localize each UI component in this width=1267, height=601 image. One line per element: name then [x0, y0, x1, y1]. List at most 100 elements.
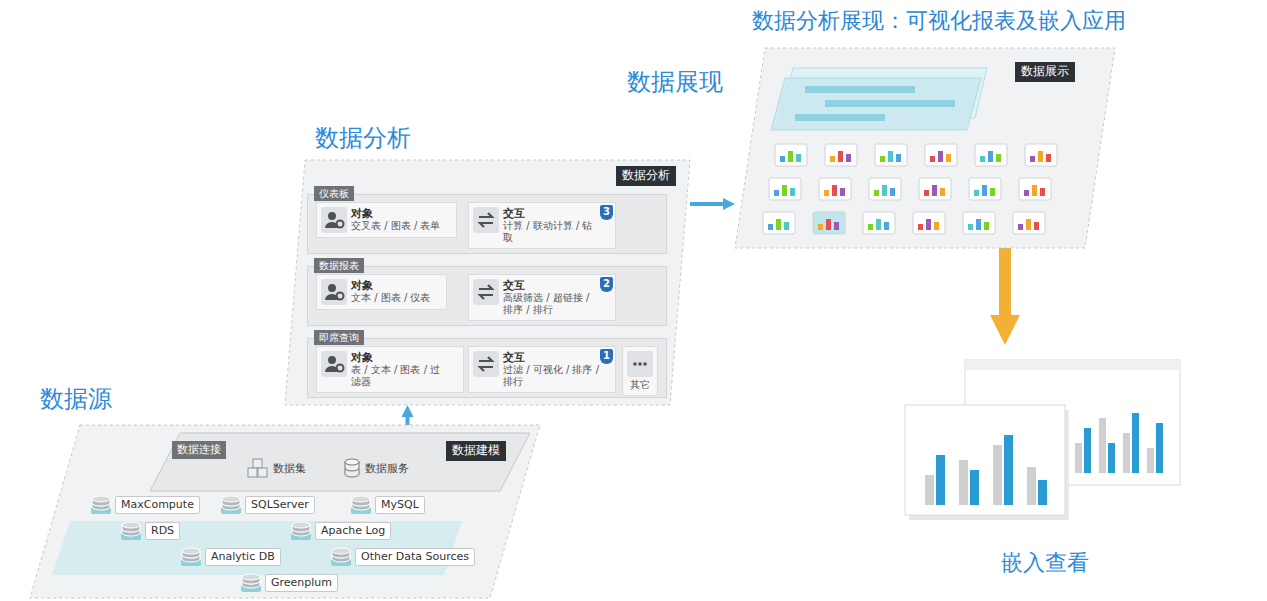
item-label: 数据服务: [365, 461, 409, 476]
illustration-part: [968, 224, 973, 230]
illustration-part: [633, 362, 637, 366]
illustration-part: [337, 365, 344, 372]
data-source: Other Data Sources: [330, 547, 475, 567]
illustration-part: [819, 178, 851, 200]
illustration-part: [774, 190, 779, 196]
illustration-part: [352, 496, 370, 502]
swap-icon: [473, 207, 499, 233]
illustration-part: [1046, 154, 1051, 162]
illustration-part: [970, 470, 979, 505]
display-layer: 数据展现数据展示: [735, 48, 1115, 248]
illustration-part: [1004, 435, 1013, 505]
illustration-part: [1132, 413, 1139, 473]
illustration-part: [473, 351, 499, 377]
illustration-part: [222, 496, 240, 502]
illustration-part: [480, 367, 493, 371]
source-label: Greenplum: [265, 574, 338, 592]
card-text-column: 对象表 / 文本 / 图表 / 过滤器: [351, 351, 447, 388]
illustration-part: [965, 360, 1180, 370]
illustration-part: [473, 207, 499, 233]
illustration-part: [1030, 156, 1035, 162]
illustration-part: [122, 522, 140, 528]
data-source: MySQL: [350, 495, 425, 515]
illustration-part: [980, 156, 985, 162]
illustration-part: [818, 224, 823, 230]
illustration-part: [936, 455, 945, 505]
illustration-part: [868, 224, 873, 230]
illustration-part: [248, 468, 257, 477]
cyl-icon: [240, 573, 262, 593]
illustration-part: [1108, 443, 1115, 473]
illustration-part: [328, 356, 336, 364]
source-label: Other Data Sources: [355, 548, 475, 566]
illustration-part: [830, 156, 835, 162]
data-source-layer: 数据源数据建模数据集数据服务数据连接SQLServerMaxComputeMyS…: [30, 425, 540, 598]
feature-card: 对象文本 / 图表 / 仪表: [316, 274, 447, 310]
illustration-part: [328, 212, 336, 220]
illustration-part: [974, 190, 979, 196]
feature-card: 交互过滤 / 可视化 / 排序 / 排行1: [468, 346, 616, 393]
illustration-part: [479, 213, 492, 217]
feature-card: 对象表 / 文本 / 图表 / 过滤器: [316, 346, 464, 393]
illustration-part: [780, 156, 785, 162]
card-title: 交互: [503, 207, 599, 220]
section-tag: 数据分析: [616, 166, 676, 186]
other-card: 其它: [622, 346, 658, 396]
card-text: 计算 / 联动计算 / 钻取: [503, 220, 599, 244]
source-label: Apache Log: [315, 522, 391, 540]
card-title: 对象: [351, 207, 440, 220]
card-text-column: 交互过滤 / 可视化 / 排序 / 排行: [503, 351, 599, 388]
card-text: 交叉表 / 图表 / 表单: [351, 220, 440, 232]
illustration-part: [805, 86, 915, 93]
cyl-icon: [180, 547, 202, 567]
illustration-part: [930, 156, 935, 162]
card-text-column: 对象文本 / 图表 / 仪表: [351, 279, 430, 304]
modeling-panel: 数据建模数据集数据服务数据连接: [150, 433, 530, 491]
illustration-part: [1027, 467, 1036, 505]
feature-card: 对象交叉表 / 图表 / 表单: [316, 202, 457, 238]
illustration-part: [253, 459, 262, 468]
illustration-part: [963, 212, 995, 234]
card-title: 对象: [351, 351, 447, 364]
illustration-part: [771, 78, 981, 130]
source-label: RDS: [145, 522, 180, 540]
illustration-part: [869, 178, 901, 200]
illustration-part: [480, 295, 493, 299]
chart-thumbnail: [769, 178, 801, 200]
illustration-part: [959, 460, 968, 505]
illustration-part: [1156, 423, 1163, 473]
person-icon: [321, 279, 347, 305]
illustration-part: [1123, 433, 1130, 473]
cyl-icon: [350, 495, 372, 515]
chart-thumbnail: [869, 178, 901, 200]
data-source: Analytic DB: [180, 547, 281, 567]
swap-icon: [473, 279, 499, 305]
data-source: SQLServer: [220, 495, 315, 515]
illustration-part: [328, 284, 336, 292]
illustration-part: [1034, 222, 1039, 230]
illustration-part: [840, 188, 845, 196]
illustration-part: [1147, 448, 1154, 473]
card-text-column: 对象交叉表 / 图表 / 表单: [351, 207, 440, 232]
chart-thumbnail: [775, 144, 807, 166]
illustration-part: [479, 357, 492, 361]
illustration-part: [824, 190, 829, 196]
illustration-part: [874, 190, 879, 196]
illustration-part: [996, 154, 1001, 162]
illustration-part: [993, 445, 1002, 505]
card-title: 交互: [503, 279, 599, 292]
embed-view: 嵌入查看: [895, 345, 1195, 590]
illustration-part: [345, 459, 359, 465]
illustration-part: [638, 362, 642, 366]
chart-thumbnail: [1013, 212, 1045, 234]
illustration-part: [285, 160, 690, 405]
cyl-icon: [330, 547, 352, 567]
source-label: MySQL: [375, 496, 425, 514]
illustration-part: [321, 207, 347, 233]
illustration-part: [884, 222, 889, 230]
chart-thumbnail: [1025, 144, 1057, 166]
swap-icon: [473, 351, 499, 377]
illustration-part: [863, 212, 895, 234]
db-icon: [342, 457, 362, 479]
dots-icon: [627, 351, 653, 377]
